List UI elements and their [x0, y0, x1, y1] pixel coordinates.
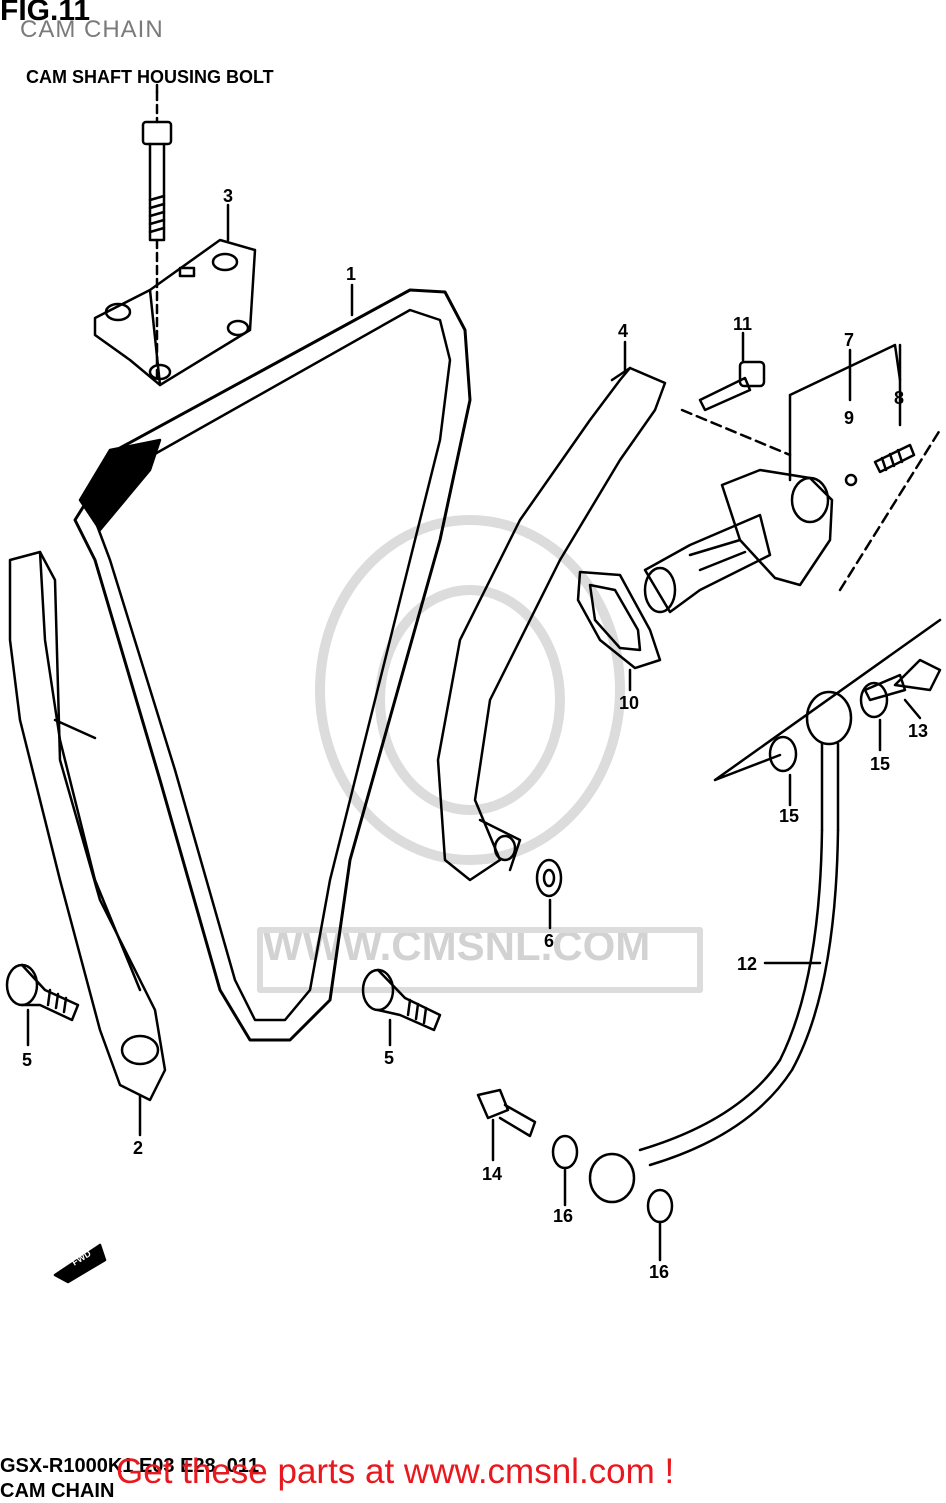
- callout-11: 11: [733, 314, 752, 334]
- tensioner-spring: [873, 443, 916, 474]
- figure-title: FIG.11: [0, 0, 91, 27]
- cam-chain: [73, 288, 472, 1042]
- washer-15-lower: [768, 735, 798, 773]
- washer-6: [535, 858, 563, 898]
- footer-diagram-name: CAM CHAIN: [0, 1480, 115, 1502]
- gasket: [576, 570, 662, 670]
- promo-link[interactable]: Get these parts at www.cmsnl.com !: [116, 1452, 675, 1491]
- washer-15-top: [859, 681, 889, 719]
- callout-15-lower: 15: [779, 806, 799, 826]
- chain-guide: [436, 366, 667, 882]
- callout-5-left: 5: [22, 1050, 32, 1070]
- callout-13: 13: [908, 721, 928, 741]
- callout-1: 1: [346, 264, 356, 284]
- callout-14: 14: [482, 1164, 502, 1184]
- guide-bolt-right: [361, 968, 442, 1032]
- housing-bolt-label: CAM SHAFT HOUSING BOLT: [26, 67, 274, 87]
- adjuster-bolt: [698, 360, 766, 412]
- figure-subtitle: CAM CHAIN: [20, 16, 164, 43]
- callout-9: 9: [844, 408, 854, 428]
- washer-16-left: [551, 1134, 579, 1170]
- tensioner-ball: [844, 473, 858, 487]
- washer-16-right: [646, 1188, 674, 1224]
- callout-6: 6: [544, 931, 554, 951]
- guide-bolt-left: [5, 963, 80, 1022]
- callout-12: 12: [737, 954, 757, 974]
- callout-10: 10: [619, 693, 639, 713]
- union-bolt-14: [476, 1088, 537, 1138]
- callout-15-top: 15: [870, 754, 890, 774]
- callout-7: 7: [844, 330, 854, 350]
- housing-bolt: [141, 90, 173, 382]
- callout-16-right: 16: [649, 1262, 669, 1282]
- callout-3: 3: [223, 186, 233, 206]
- callout-8: 8: [894, 388, 904, 408]
- callout-2: 2: [133, 1138, 143, 1158]
- fwd-arrow: [53, 1243, 107, 1284]
- tensioner-adjuster: [643, 468, 834, 614]
- callout-4: 4: [618, 321, 628, 341]
- callout-16-left: 16: [553, 1206, 573, 1226]
- watermark-logo: [257, 515, 703, 993]
- tensioner-guide: [8, 550, 167, 1102]
- oil-hose: [588, 690, 853, 1204]
- callout-5-right: 5: [384, 1048, 394, 1068]
- union-bolt-13: [863, 658, 942, 702]
- cam-shaft-housing: [93, 238, 257, 387]
- footer-diagram-code: GSX-R1000K1 E03 E28_011: [0, 1455, 260, 1477]
